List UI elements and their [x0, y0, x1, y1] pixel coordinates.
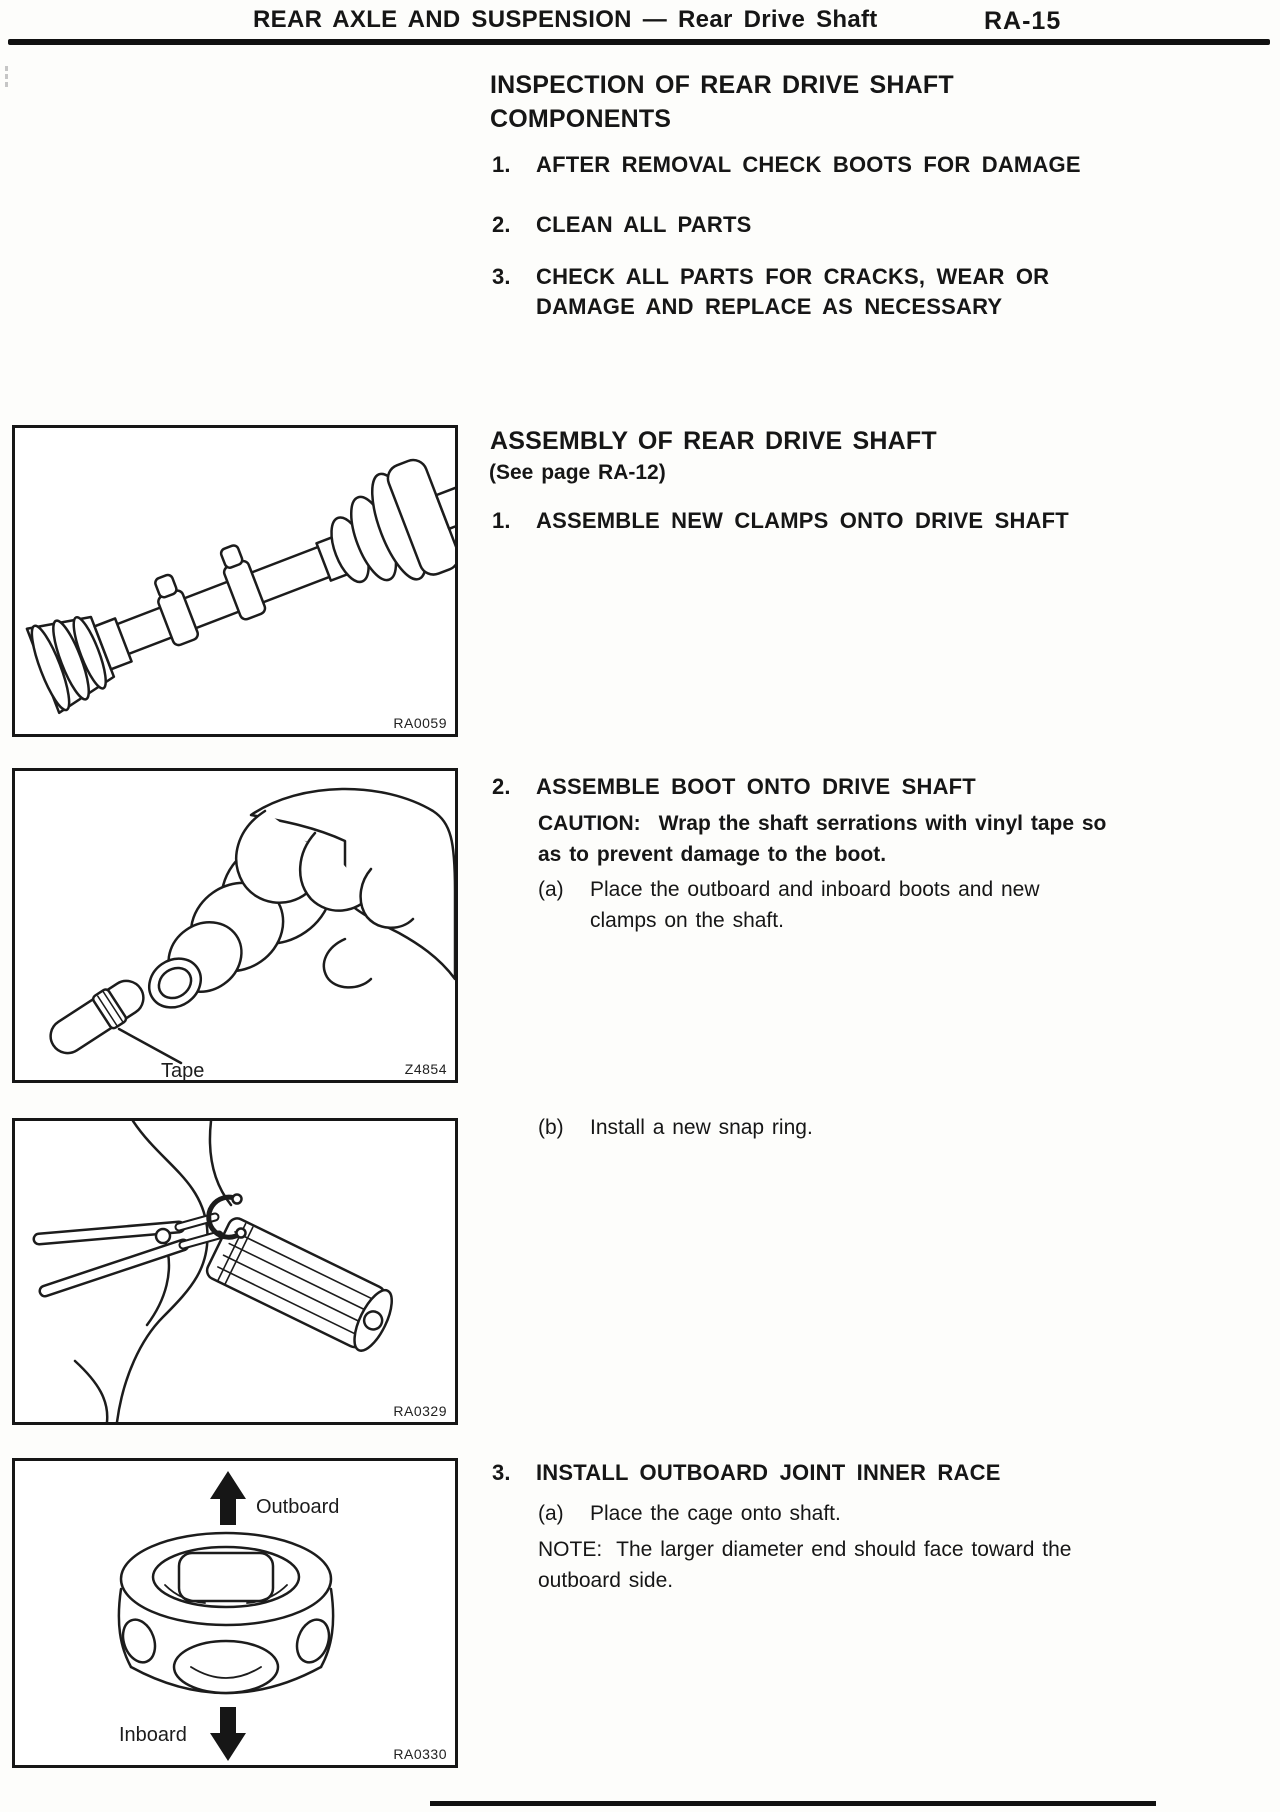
- header-subsection-title: — Rear Drive Shaft: [642, 6, 878, 33]
- assembly-step-1: 1. ASSEMBLE NEW CLAMPS ONTO DRIVE SHAFT: [492, 506, 1192, 536]
- item-number: 3.: [492, 264, 511, 289]
- header-section-title: REAR AXLE AND SUSPENSION: [253, 6, 632, 33]
- item-text: CLEAN ALL PARTS: [536, 212, 752, 237]
- substep-text: Place the outboard and inboard boots and…: [590, 878, 1040, 932]
- figure-code: RA0329: [393, 1403, 447, 1419]
- page-header-title: REAR AXLE AND SUSPENSION — Rear Drive Sh…: [253, 6, 878, 34]
- figure-snap-ring: RA0329: [12, 1118, 458, 1425]
- substep-text: Install a new snap ring.: [590, 1116, 813, 1139]
- substep-label: (a): [538, 878, 564, 901]
- header-rule: [8, 39, 1270, 45]
- step-number: 3.: [492, 1460, 511, 1485]
- figure-drive-shaft-clamps: RA0059: [12, 425, 458, 737]
- substep-3a: (a) Place the cage onto shaft.: [538, 1498, 1098, 1529]
- assembly-step-2: 2. ASSEMBLE BOOT ONTO DRIVE SHAFT: [492, 772, 1192, 802]
- figure-code: RA0059: [393, 715, 447, 731]
- caution-paragraph: CAUTION:Wrap the shaft serrations with v…: [538, 808, 1158, 870]
- figure-boot-tape: Tape Z4854: [12, 768, 458, 1083]
- bottom-rule: [430, 1801, 1156, 1806]
- caution-text: Wrap the shaft serrations with vinyl tap…: [538, 812, 1107, 866]
- tape-label: Tape: [161, 1060, 204, 1080]
- substep-2b: (b) Install a new snap ring.: [538, 1112, 1098, 1143]
- inboard-label: Inboard: [119, 1724, 187, 1746]
- drive-shaft-illustration: [25, 458, 455, 715]
- caution-label: CAUTION:: [538, 812, 641, 835]
- figure-code: Z4854: [404, 1061, 447, 1077]
- figure-cage-orientation: Outboard Inboard RA0330: [12, 1458, 458, 1768]
- figure-code: RA0330: [393, 1746, 447, 1762]
- substep-2a: (a) Place the outboard and inboard boots…: [538, 874, 1098, 936]
- step-number: 2.: [492, 774, 511, 799]
- outboard-arrow-icon: [210, 1471, 246, 1525]
- cage-illustration: Outboard Inboard: [117, 1471, 339, 1761]
- scan-artifact: [5, 66, 8, 90]
- inspection-item-2: 2. CLEAN ALL PARTS: [492, 210, 1192, 240]
- step-text: ASSEMBLE NEW CLAMPS ONTO DRIVE SHAFT: [536, 508, 1069, 533]
- note-text: The larger diameter end should face towa…: [538, 1538, 1072, 1592]
- inboard-arrow-icon: [210, 1707, 246, 1761]
- note-paragraph: NOTE:The larger diameter end should face…: [538, 1534, 1158, 1596]
- item-text: AFTER REMOVAL CHECK BOOTS FOR DAMAGE: [536, 152, 1081, 177]
- substep-label: (a): [538, 1502, 564, 1525]
- step-text: INSTALL OUTBOARD JOINT INNER RACE: [536, 1460, 1001, 1485]
- step-number: 1.: [492, 508, 511, 533]
- outboard-label: Outboard: [256, 1496, 339, 1518]
- item-number: 2.: [492, 212, 511, 237]
- snap-ring-illustration: [32, 1121, 393, 1422]
- assembly-heading: ASSEMBLY OF REAR DRIVE SHAFT: [490, 427, 937, 455]
- page-number: RA-15: [984, 7, 1062, 35]
- item-number: 1.: [492, 152, 511, 177]
- boot-tape-illustration: Tape: [49, 787, 455, 1080]
- assembly-page-reference: (See page RA-12): [489, 461, 666, 484]
- substep-label: (b): [538, 1116, 564, 1139]
- note-label: NOTE:: [538, 1538, 603, 1561]
- inspection-item-1: 1. AFTER REMOVAL CHECK BOOTS FOR DAMAGE: [492, 150, 1192, 180]
- assembly-step-3: 3. INSTALL OUTBOARD JOINT INNER RACE: [492, 1458, 1192, 1488]
- substep-text: Place the cage onto shaft.: [590, 1502, 841, 1525]
- step-text: ASSEMBLE BOOT ONTO DRIVE SHAFT: [536, 774, 976, 799]
